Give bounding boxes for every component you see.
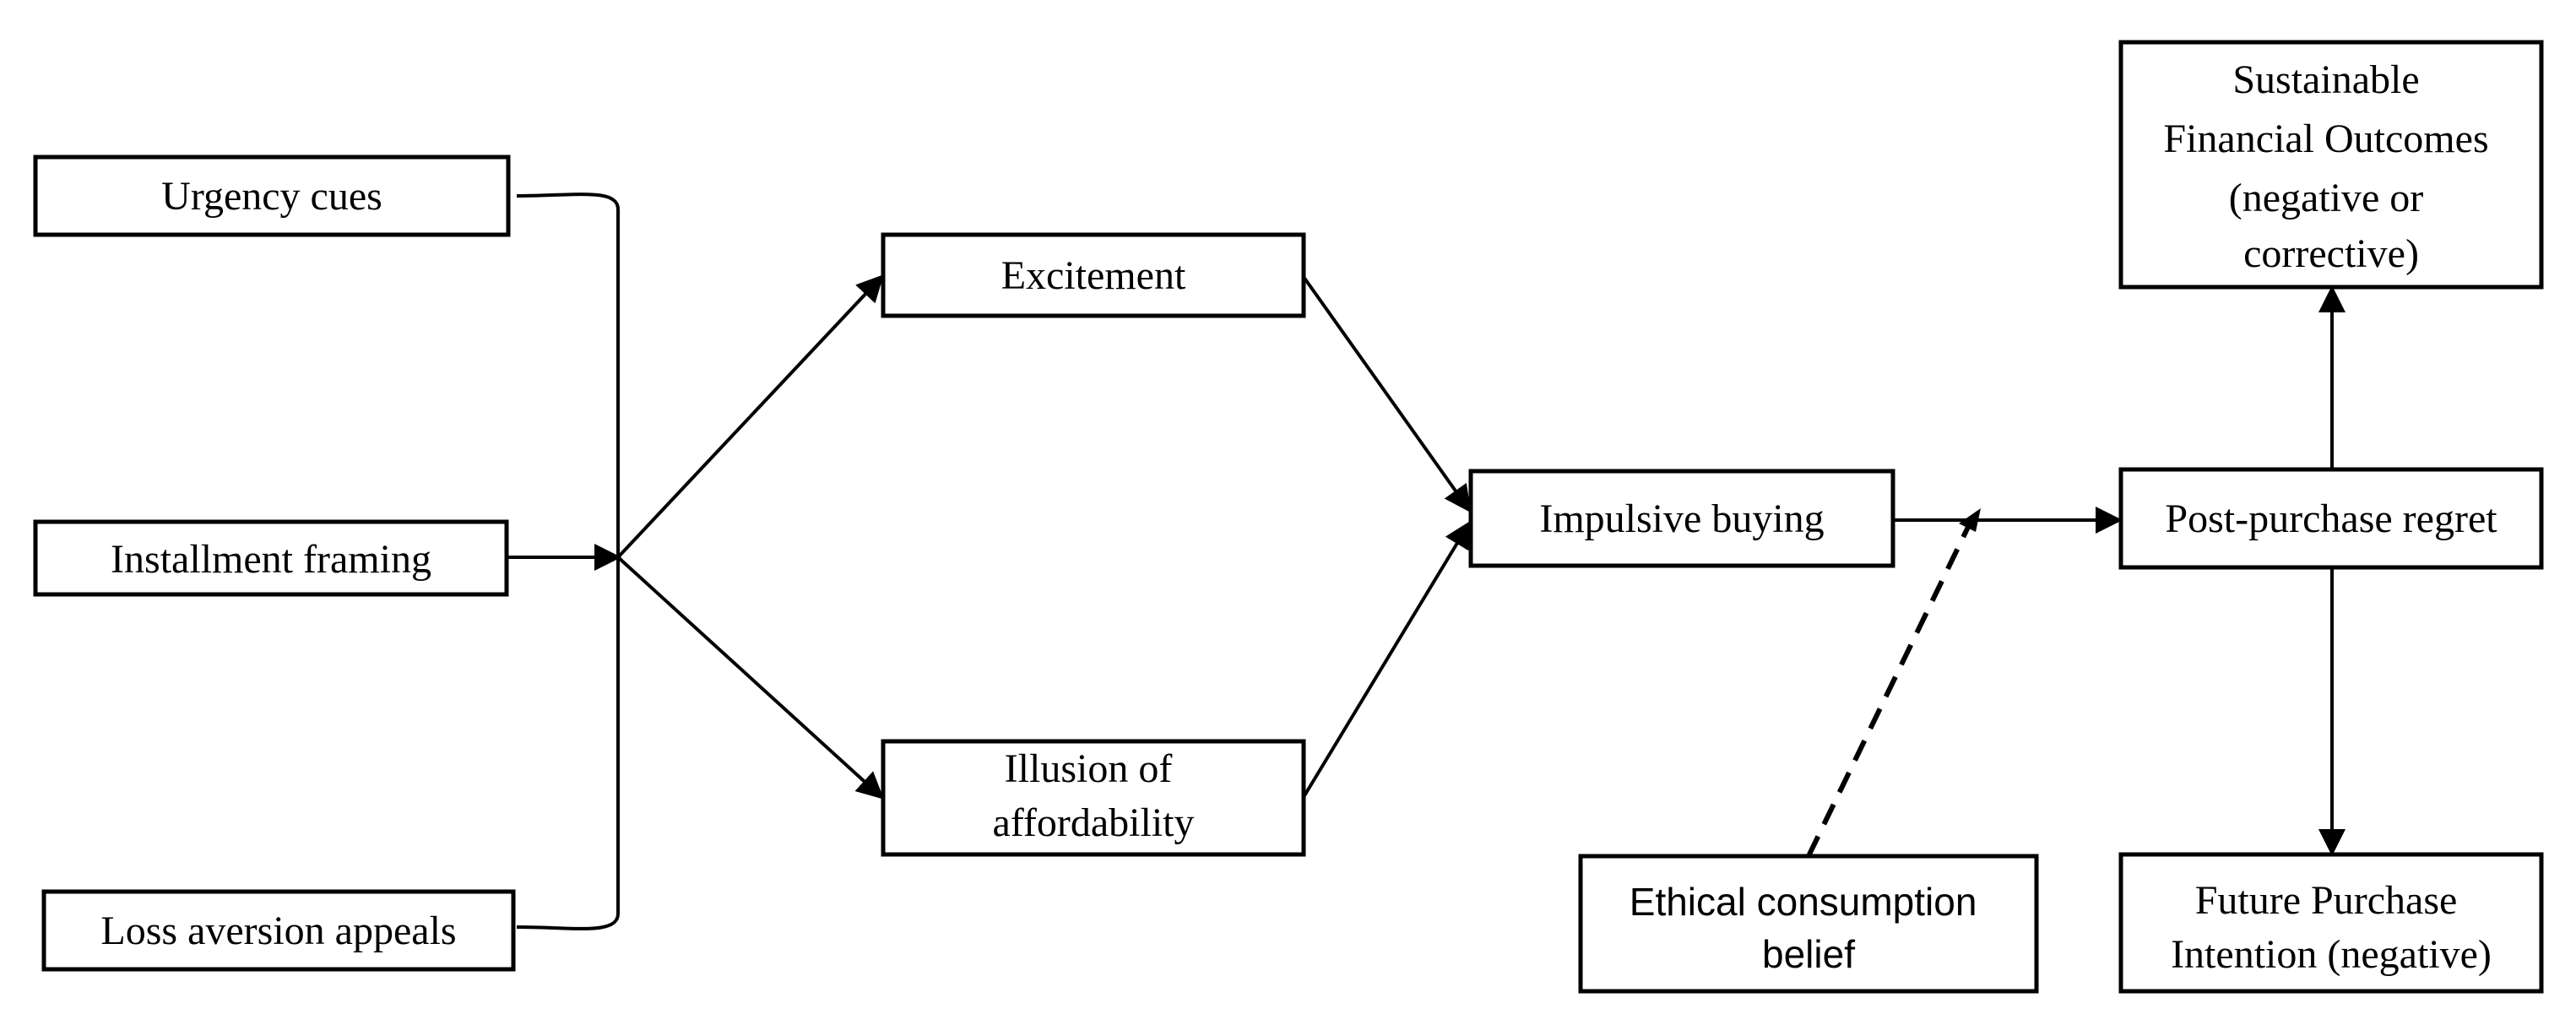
node-future-purchase-intention-box (2118, 852, 2544, 994)
node-ethical-consumption-belief-box (1578, 854, 2039, 994)
node-future-purchase-intention-label: Future Purchase Intention (negative) (2171, 878, 2492, 977)
edge-loss-aversion-to-merge (516, 557, 620, 930)
node-post-purchase-regret: Post-purchase regret (2118, 467, 2544, 570)
node-future-purchase-intention-line-2: Intention (negative) (2171, 932, 2492, 977)
node-sustainable-financial-outcomes-label: Sustainable Financial Outcomes (negative… (2163, 57, 2498, 276)
node-ethical-consumption-belief-line-1: Ethical consumption (1630, 880, 1977, 924)
node-excitement: Excitement (881, 232, 1306, 318)
node-sustainable-financial-outcomes-box (2118, 40, 2544, 290)
node-loss-aversion-appeals-box (41, 889, 516, 972)
node-loss-aversion-appeals-label: Loss aversion appeals (100, 908, 456, 953)
node-illusion-of-affordability-line-1: Illusion of (1005, 746, 1173, 791)
node-post-purchase-regret-box (2118, 467, 2544, 570)
node-installment-framing-label: Installment framing (111, 537, 431, 582)
node-installment-framing-box (33, 519, 509, 597)
node-excitement-label: Excitement (1001, 253, 1186, 298)
node-sustainable-financial-outcomes-line-2: Financial Outcomes (2163, 117, 2488, 161)
node-urgency-cues-label: Urgency cues (161, 174, 382, 219)
node-future-purchase-intention-line-1: Future Purchase (2195, 878, 2458, 923)
node-ethical-consumption-belief: Ethical consumption belief (1578, 854, 2039, 994)
node-installment-framing: Installment framing (33, 519, 509, 597)
node-urgency-cues: Urgency cues (33, 155, 511, 237)
edge-merge-to-excitement (616, 274, 884, 559)
node-ethical-consumption-belief-label: Ethical consumption belief (1630, 880, 1988, 976)
node-illusion-of-affordability-line-2: affordability (992, 800, 1194, 845)
edge-illusion-to-impulsive-buying (1302, 520, 1472, 799)
node-illusion-of-affordability-label: Illusion of affordability (992, 746, 1194, 845)
node-urgency-cues-box (33, 155, 511, 237)
edge-excitement-to-impulsive-buying (1302, 275, 1472, 513)
edge-urgency-cues-to-merge (516, 193, 620, 557)
edge-ethical-belief-arrowhead (1959, 508, 1981, 532)
node-illusion-of-affordability-box (881, 739, 1306, 857)
node-excitement-box (881, 232, 1306, 318)
node-impulsive-buying-box (1468, 469, 1895, 568)
node-sustainable-financial-outcomes-line-3: (negative or (2229, 176, 2424, 220)
node-impulsive-buying: Impulsive buying (1468, 469, 1895, 568)
node-sustainable-financial-outcomes: Sustainable Financial Outcomes (negative… (2118, 40, 2544, 290)
node-future-purchase-intention: Future Purchase Intention (negative) (2118, 852, 2544, 994)
node-loss-aversion-appeals: Loss aversion appeals (41, 889, 516, 972)
node-ethical-consumption-belief-line-2: belief (1762, 932, 1855, 976)
node-post-purchase-regret-label: Post-purchase regret (2165, 496, 2497, 541)
node-sustainable-financial-outcomes-line-1: Sustainable (2232, 57, 2419, 102)
edge-ethical-belief-moderation (1806, 520, 1973, 858)
node-illusion-of-affordability: Illusion of affordability (881, 739, 1306, 857)
node-sustainable-financial-outcomes-line-4: corrective) (2243, 231, 2419, 276)
edge-merge-to-illusion-of-affordability (616, 556, 884, 800)
edges (507, 193, 2346, 930)
node-impulsive-buying-label: Impulsive buying (1539, 496, 1824, 541)
